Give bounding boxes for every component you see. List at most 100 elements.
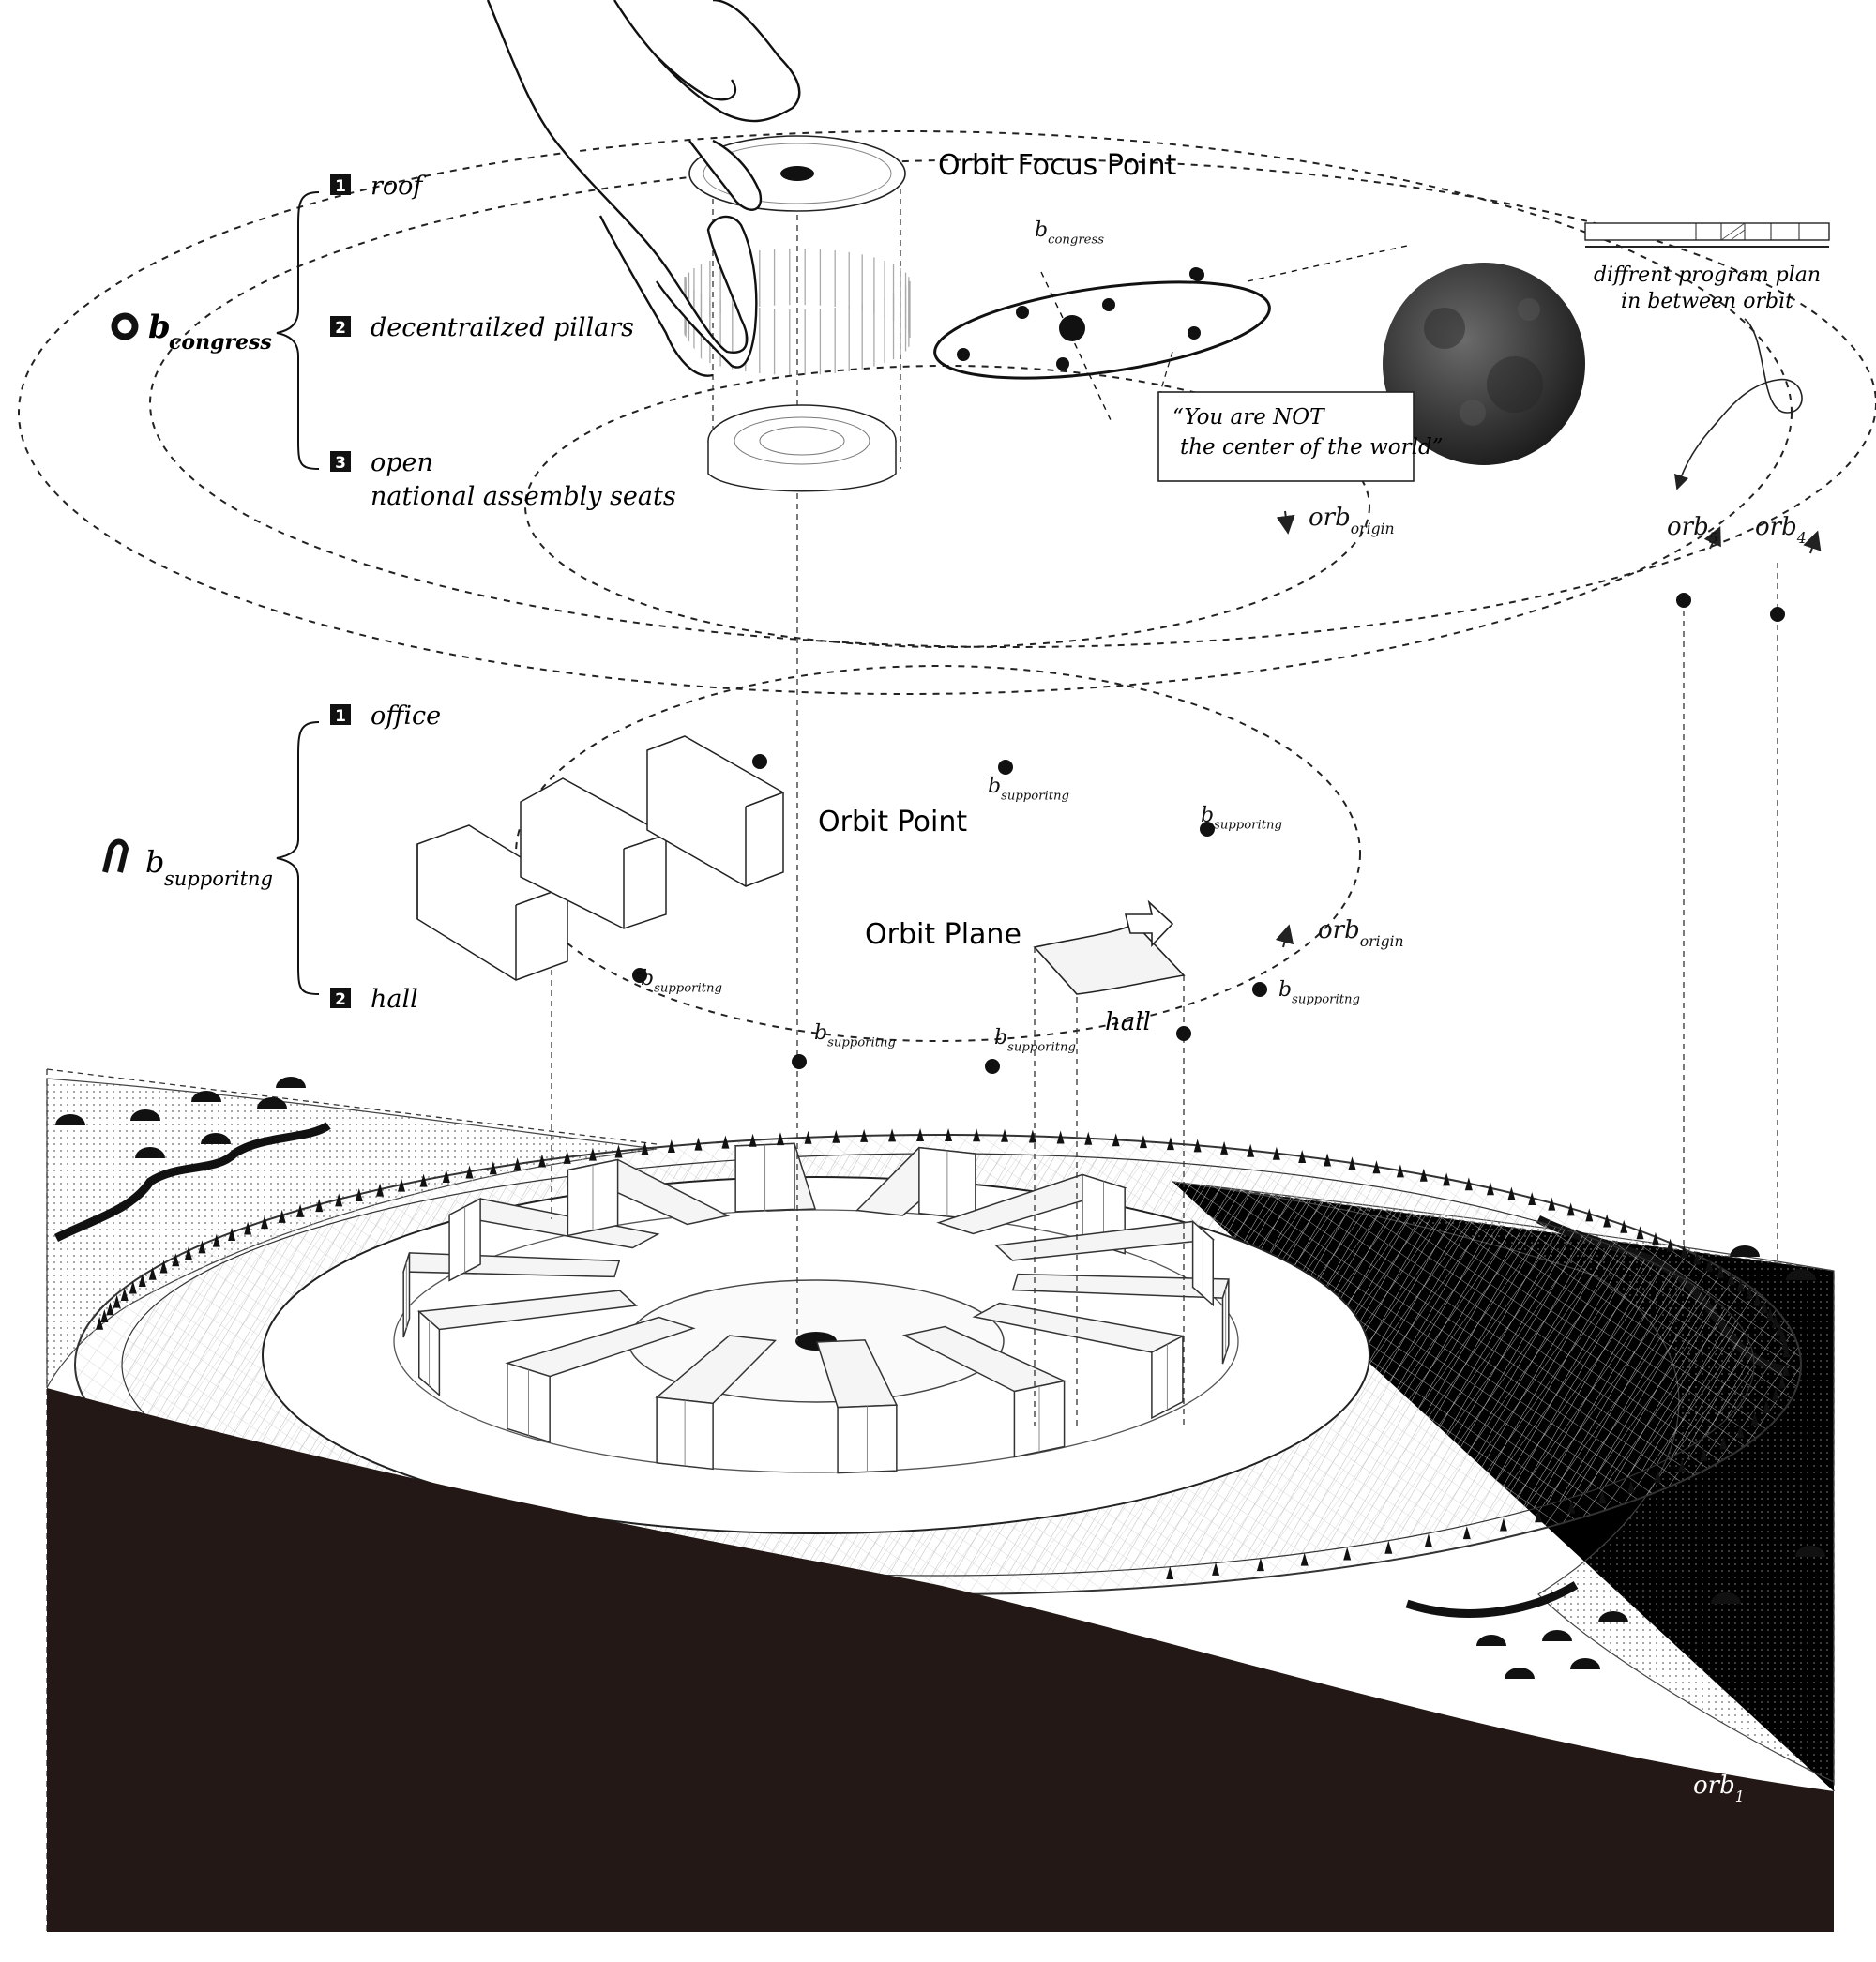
program-arrow — [1673, 318, 1803, 490]
tree-mark — [1220, 1140, 1229, 1155]
orbit-dot — [632, 968, 647, 983]
tree-mark — [228, 1227, 236, 1241]
tree-mark — [513, 1157, 522, 1171]
supporting-symbol-icon — [102, 838, 129, 873]
tree-mark — [335, 1193, 343, 1207]
orbit-origin-supporting — [515, 665, 1361, 1042]
label-orb1: orb1 — [1693, 1772, 1745, 1805]
quote-line-1: “You are NOT — [1172, 405, 1325, 430]
tree-mark — [1424, 1533, 1432, 1547]
label-pillars: decentrailzed pillars — [371, 313, 634, 342]
orbit-dot — [1188, 326, 1201, 340]
river-left — [53, 1122, 331, 1243]
tree-mark — [1745, 1286, 1753, 1300]
orbit-dot — [792, 1054, 807, 1069]
tree-mark — [1719, 1436, 1728, 1450]
orbit-dot — [1252, 982, 1267, 997]
orbit-plane-sheet — [1033, 899, 1186, 995]
supporting-symbol-sub: supporitng — [164, 868, 273, 890]
orbit-dot — [1191, 268, 1204, 281]
label-hall: hall — [371, 985, 418, 1014]
congress-components — [684, 135, 911, 492]
orbit-dot — [998, 760, 1013, 775]
tree-mark — [1486, 1182, 1494, 1196]
num-box-office — [330, 704, 351, 725]
tree-mark — [315, 1199, 324, 1213]
congress-small-orbit — [933, 280, 1271, 380]
tree-mark — [1654, 1470, 1662, 1484]
labels: b congress 1 roof 2 decentrailzed pillar… — [102, 149, 1821, 1036]
tree-mark — [1693, 1251, 1702, 1265]
tree-mark — [1028, 1129, 1036, 1143]
num-box-roof — [330, 174, 351, 195]
tree-mark — [588, 1147, 597, 1161]
tree-mark — [1700, 1447, 1708, 1461]
landscape-marks — [55, 1077, 1825, 1679]
tree-mark — [113, 1294, 121, 1308]
num-box-hall — [330, 988, 351, 1008]
label-orb3: orb3 — [1402, 1653, 1454, 1687]
orbit-dot — [985, 1059, 1000, 1074]
label-orb2: orb2 — [1512, 1698, 1564, 1732]
orbit-dot — [752, 754, 767, 769]
tree-mark — [261, 1215, 269, 1230]
orbit-points — [546, 267, 1785, 1074]
tree-mark — [1567, 1500, 1576, 1514]
tree-mark — [489, 1161, 497, 1175]
tree-mark — [1193, 1139, 1202, 1153]
tree-mark — [832, 1129, 840, 1143]
tilt-axis-ext — [1247, 245, 1408, 282]
tree-mark — [172, 1253, 180, 1267]
ground-section — [47, 1388, 1834, 1932]
tree-mark — [1419, 1168, 1428, 1182]
tree-mark — [100, 1308, 109, 1322]
tree-mark — [1666, 1238, 1674, 1252]
radial-wings — [402, 1142, 1230, 1474]
tree-mark — [1084, 1131, 1093, 1145]
mound-mark — [1598, 1611, 1628, 1622]
tree-mark — [776, 1132, 784, 1146]
tree-mark — [1548, 1197, 1556, 1211]
tree-mark — [1771, 1314, 1779, 1328]
label-roof: roof — [371, 172, 426, 201]
tree-mark — [1056, 1130, 1065, 1144]
hand-drawing — [486, 0, 801, 377]
tree-mark — [641, 1141, 649, 1155]
assembly-base — [707, 441, 897, 492]
tilt-axis — [1040, 271, 1112, 423]
title-orbit-plane: Orbit Plane — [865, 918, 1021, 951]
tree-mark — [1247, 1143, 1255, 1157]
program-note-line-2: in between orbit — [1621, 290, 1793, 313]
mound-mark — [1795, 1546, 1825, 1557]
label-b-supporting-5: bsupporitng — [814, 1021, 896, 1050]
tree-mark — [1343, 1547, 1352, 1561]
svg-text:1: 1 — [335, 707, 346, 726]
program-note-line-1: diffrent program plan — [1594, 264, 1821, 287]
moon — [1383, 263, 1585, 465]
tree-mark — [1001, 1128, 1009, 1142]
roof-oculus — [780, 166, 814, 181]
orbit-dot — [957, 348, 970, 361]
tree-mark — [1782, 1344, 1791, 1358]
tree-mark — [244, 1221, 252, 1235]
tree-mark — [148, 1266, 157, 1280]
tree-mark — [212, 1233, 220, 1247]
tree-mark — [1750, 1411, 1759, 1426]
tree-mark — [945, 1128, 953, 1142]
tree-mark — [1443, 1172, 1451, 1186]
tree-mark — [667, 1139, 675, 1154]
tree-mark — [1776, 1321, 1784, 1336]
congress-brace — [276, 191, 320, 470]
num-box-pillars — [330, 316, 351, 337]
label-b-supporting-6: bsupporitng — [994, 1026, 1076, 1055]
tree-mark — [1272, 1146, 1280, 1160]
label-orb-origin-top: orborigin — [1309, 504, 1395, 537]
mound-mark — [1730, 1245, 1760, 1257]
tree-mark — [1396, 1164, 1404, 1178]
title-orbit-point: Orbit Point — [818, 806, 967, 838]
orbit-dot — [1059, 315, 1085, 341]
tree-mark — [120, 1288, 129, 1302]
svg-text:2: 2 — [335, 319, 346, 338]
tree-mark — [1212, 1562, 1220, 1576]
tree-mark — [1727, 1272, 1735, 1286]
